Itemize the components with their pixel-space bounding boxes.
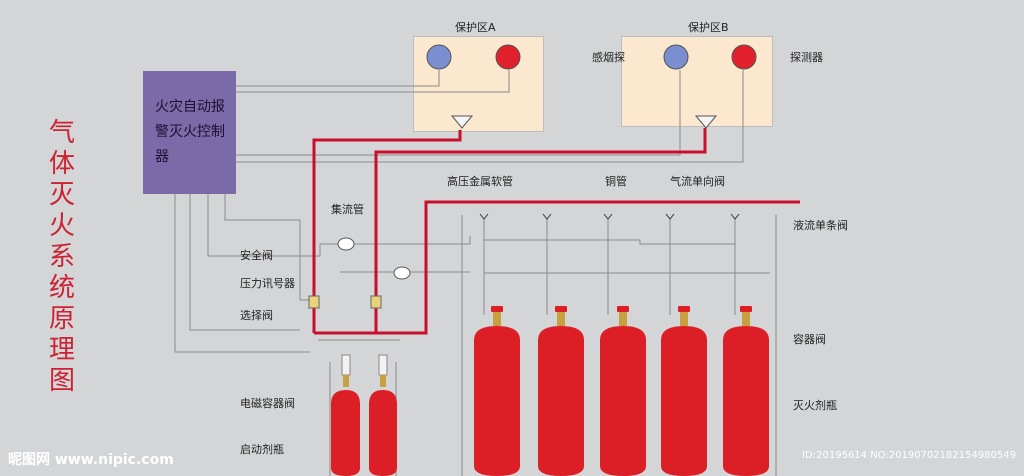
smoke-detector-b-icon	[663, 44, 689, 70]
smoke-detector-a-icon	[426, 44, 452, 70]
heat-detector-label: 探测器	[790, 51, 823, 64]
pilot-cylinders	[331, 354, 397, 476]
protection-zone-a	[413, 36, 544, 132]
manifold-label: 集流管	[331, 203, 364, 216]
safety-valve-icon	[337, 237, 355, 251]
pressure-switch-label: 压力讯号器	[240, 277, 295, 290]
fire-alarm-controller: 火灾自动报警灭火控制器	[143, 71, 236, 194]
controller-label: 火灾自动报警灭火控制器	[155, 99, 225, 165]
pipe-network	[312, 128, 800, 335]
check-valve-icon	[479, 213, 740, 220]
solenoid-valve-label: 电磁容器阀	[240, 397, 295, 410]
smoke-detector-label: 感烟探	[592, 51, 625, 64]
zone-b-label: 保护区B	[688, 21, 729, 34]
pilot-cylinder-2	[369, 354, 397, 476]
agent-cylinders	[474, 306, 769, 476]
agent-cylinder-label: 灭火剂瓶	[793, 399, 837, 412]
signal-wires	[174, 70, 777, 476]
safety-valve-label: 安全阀	[240, 249, 273, 262]
hose-label: 高压金属软管	[447, 175, 513, 188]
agent-cylinder-1	[474, 306, 520, 476]
check-valve-gas-label: 气流单向阀	[670, 175, 725, 188]
pressure-switch-icon	[393, 266, 411, 280]
container-valve-label: 容器阀	[793, 333, 826, 346]
pilot-cylinder-label: 启动剂瓶	[240, 443, 284, 456]
selector-valve-a-icon	[308, 295, 320, 309]
heat-detector-a-icon	[495, 44, 521, 70]
agent-cylinder-5	[723, 306, 769, 476]
nozzle-icon	[450, 115, 718, 129]
agent-cylinder-4	[661, 306, 707, 476]
image-id: ID:20195614 NO:20190702182154980549	[802, 450, 1016, 461]
diagram-title: 气体灭火系统原理图	[48, 118, 75, 396]
zone-a-label: 保护区A	[455, 21, 496, 34]
agent-cylinder-3	[600, 306, 646, 476]
watermark: 昵图网 www.nipic.com	[8, 452, 174, 468]
copper-pipe-label: 铜管	[605, 175, 627, 188]
agent-cylinder-2	[538, 306, 584, 476]
selector-valve-label: 选择阀	[240, 309, 273, 322]
pilot-cylinder-1	[331, 354, 360, 476]
selector-valve-b-icon	[370, 295, 382, 309]
check-valve-liquid-label: 液流单条阀	[793, 219, 848, 232]
heat-detector-b-icon	[731, 44, 757, 70]
